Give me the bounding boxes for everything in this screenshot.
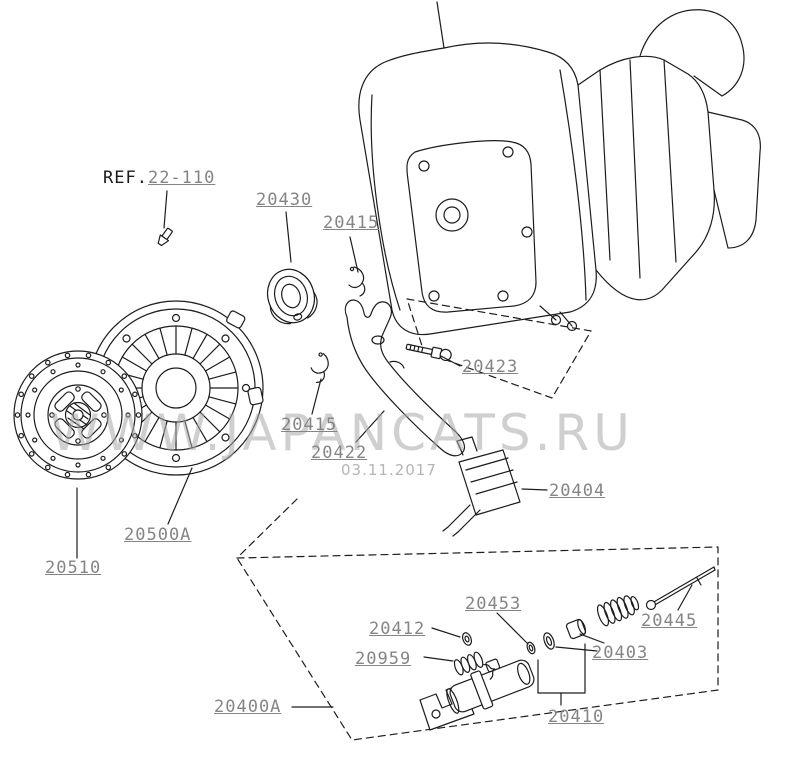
part-label-20400A[interactable]: 20400A <box>214 697 282 717</box>
mounting-plane-dashed <box>406 298 592 399</box>
ref-bolt <box>157 227 173 247</box>
push-rod <box>645 566 716 611</box>
part-label-20403[interactable]: 20403 <box>592 643 649 663</box>
part-label-20510[interactable]: 20510 <box>45 558 102 578</box>
release-spring <box>453 651 484 676</box>
part-label-20415-top[interactable]: 20415 <box>323 213 380 233</box>
assembly-box-dashed <box>236 498 719 741</box>
bracket-part-20404 <box>442 436 521 537</box>
part-label-20404[interactable]: 20404 <box>549 481 606 501</box>
part-label-20423[interactable]: 20423 <box>462 357 519 377</box>
part-label-20415-side[interactable]: 20415 <box>281 415 338 435</box>
ref-number-link[interactable]: 22-110 <box>147 168 216 188</box>
release-bearing <box>266 268 318 325</box>
piston <box>565 618 587 640</box>
part-label-20422[interactable]: 20422 <box>311 443 368 463</box>
part-label-20453[interactable]: 20453 <box>465 594 522 614</box>
cylinder-body <box>446 658 535 714</box>
snap-ring-top <box>348 266 366 297</box>
part-label-20430[interactable]: 20430 <box>256 190 313 210</box>
ref-prefix: REF. <box>103 168 148 188</box>
cone-spring <box>482 664 496 680</box>
part-label-20500A[interactable]: 20500A <box>124 525 192 545</box>
top-leader-line <box>436 1 445 49</box>
leader-lines <box>76 190 693 708</box>
date-stamp: 03.11.2017 <box>341 461 437 479</box>
snap-ring-side <box>310 352 329 384</box>
part-label-20959[interactable]: 20959 <box>355 649 412 669</box>
part-label-20410[interactable]: 20410 <box>548 707 605 727</box>
transmission-housing <box>358 9 761 336</box>
washer <box>461 632 473 646</box>
part-label-20412[interactable]: 20412 <box>369 619 426 639</box>
part-label-20445[interactable]: 20445 <box>641 611 698 631</box>
valve-cup <box>526 641 536 655</box>
clutch-disc <box>13 350 143 480</box>
piston-seal <box>543 632 555 650</box>
boot <box>596 595 640 627</box>
release-fork <box>344 299 466 457</box>
ref-label: REF.22-110 <box>103 168 215 188</box>
